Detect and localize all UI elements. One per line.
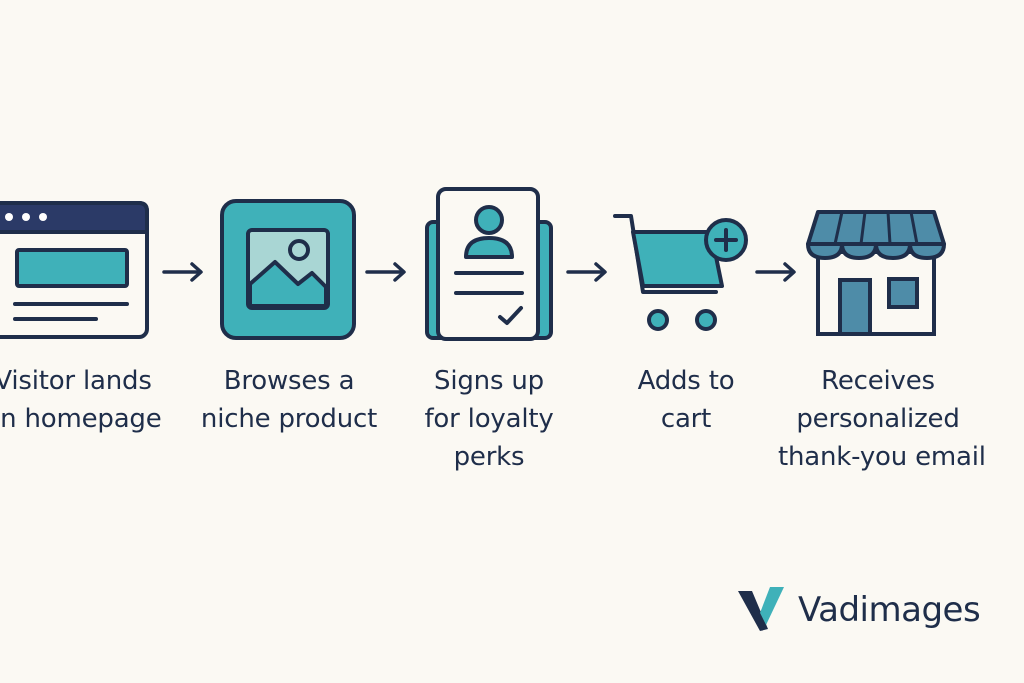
- arrow-right-icon: [162, 262, 203, 282]
- arrow-right-icon: [755, 262, 796, 282]
- step-label-line: thank-you email: [778, 442, 986, 472]
- step-label-adds-to-cart: Adds to cart: [586, 362, 786, 438]
- brand-logo-mark: [738, 587, 784, 631]
- step-label-line: Receives: [821, 366, 935, 396]
- image-icon: [220, 199, 356, 340]
- step-label-visitor-lands: Visitor lands on homepage: [0, 362, 173, 438]
- step-label-browses-product: Browses a niche product: [189, 362, 389, 438]
- step-label-signs-up: Signs up for loyalty perks: [389, 362, 589, 476]
- step-label-line: niche product: [200, 404, 378, 434]
- brand-logo: Vadimages: [736, 585, 996, 635]
- browser-window-icon: [0, 201, 149, 339]
- step-label-line: Adds to: [637, 366, 735, 396]
- arrow-right-icon: [365, 262, 406, 282]
- signup-form-icon: [425, 187, 553, 341]
- step-label-line: cart: [660, 404, 712, 434]
- step-label-line: perks: [453, 442, 525, 472]
- step-label-line: personalized: [796, 404, 960, 434]
- step-label-line: Browses a: [223, 366, 355, 396]
- add-to-cart-icon: [613, 214, 748, 331]
- brand-name: Vadimages: [798, 590, 981, 630]
- step-label-line: on homepage: [0, 404, 162, 434]
- storefront-icon: [806, 210, 946, 336]
- arrow-right-icon: [566, 262, 607, 282]
- step-label-line: for loyalty: [424, 404, 554, 434]
- step-label-receives-email: Receives personalized thank-you email: [778, 362, 986, 476]
- step-label-line: Signs up: [434, 366, 544, 396]
- step-label-line: Visitor lands: [0, 366, 152, 396]
